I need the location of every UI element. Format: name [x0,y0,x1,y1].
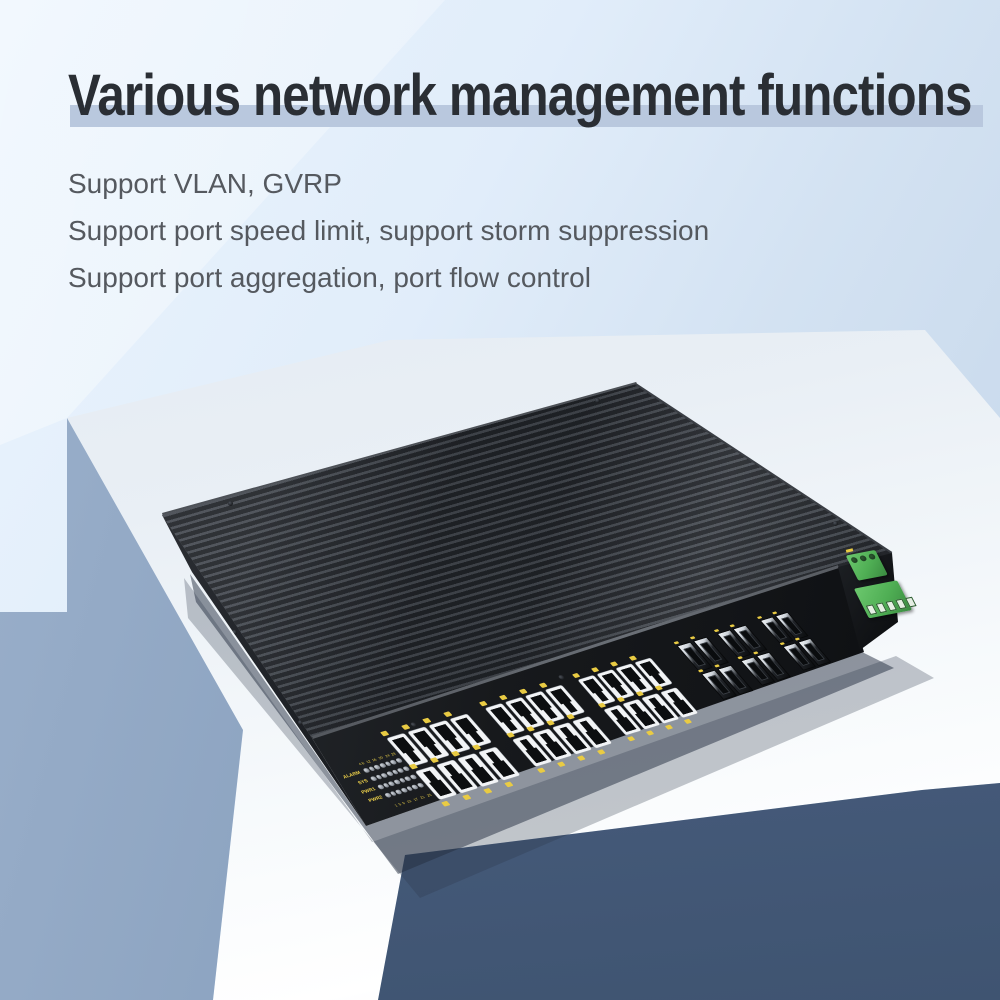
port-number-mark [504,781,514,788]
port-number-mark [626,736,636,742]
port-number-label: 12 [538,682,548,689]
led-number: 25 [426,793,434,798]
port-number-label: 18 [590,667,600,673]
terminal-slot [885,600,897,612]
screw-icon [409,721,419,728]
sfp-number-mark [673,641,680,645]
sfp-number-mark [697,669,704,673]
feature-list: Support VLAN, GVRP Support port speed li… [68,160,709,301]
led-label: SYS [357,778,370,786]
feature-line: Support port aggregation, port flow cont… [68,262,591,293]
terminal-screws [850,553,877,564]
feature-line: Support port speed limit, support storm … [68,215,710,246]
led-number: 20 [378,756,385,761]
port-number-label: 11 [518,688,528,695]
led-number: 24 [384,754,391,759]
sfp-number-mark [713,628,720,633]
led-number: 5 [397,803,403,807]
screw-icon [228,501,233,506]
port-number-mark [536,767,546,774]
sfp-number-mark [714,664,721,668]
port-number-label: 1 [380,730,390,737]
terminal-slot [895,598,907,610]
led-number: 17 [412,797,420,802]
port-number-label: 10 [498,694,508,701]
screw-icon [557,674,566,681]
sfp-number-mark [737,656,743,660]
port-number-mark [664,724,674,730]
port-number-mark [683,718,693,725]
terminal-screw-icon [850,556,859,564]
led-number: 28 [390,752,398,757]
led-number: 16 [371,758,379,763]
led-number: 9 [401,801,407,806]
port-number-mark [576,755,586,761]
port-number-label: 19 [609,661,619,667]
port-number-label: 2 [401,724,411,730]
led-number: 12 [365,760,372,765]
page-title: Various network management functions [68,63,972,128]
led-number: 1 [394,804,399,808]
title-highlight-bar [70,105,983,127]
port-number-mark [441,800,451,807]
feature-line: Support VLAN, GVRP [68,168,342,199]
screw-icon [833,521,838,526]
rj45-port-group: 1718192021222324 [571,655,699,742]
sfp-number-mark [729,624,736,628]
terminal-screw-icon [858,554,868,562]
screw-icon [595,398,600,403]
port-number-mark [483,787,493,794]
terminal-screw-icon [867,553,877,560]
led-number: 8 [361,761,366,766]
port-number-label: 4 [443,711,453,718]
screw-icon [232,630,237,635]
port-number-label: 17 [571,672,581,679]
terminal-slot [875,602,888,614]
led-label: ALARM [342,770,363,780]
led-label: PWR1 [360,787,377,796]
led-number: 13 [405,799,413,805]
terminal-connector-lower [853,580,917,619]
led-number: 21 [419,795,427,800]
port-number-label: 3 [422,717,432,724]
port-number-mark [556,761,566,768]
terminal-slot [865,604,878,616]
power-terminal-block [833,549,917,667]
terminal-slot [905,596,917,608]
port-number-mark [596,749,606,755]
led-label: PWR2 [367,795,384,804]
sfp-number-mark [794,637,801,641]
screw-icon [298,720,303,725]
terminal-connector-upper [845,549,888,581]
port-number-mark [645,730,655,736]
sfp-number-mark [779,642,786,646]
terminal-slots [865,596,917,616]
port-number-mark [462,794,472,801]
sfp-number-mark [689,636,696,640]
sfp-number-mark [756,615,763,620]
port-number-label: 20 [628,655,638,661]
sfp-number-mark [771,611,778,615]
port-number-label: 9 [478,700,488,707]
sfp-number-mark [752,651,759,655]
